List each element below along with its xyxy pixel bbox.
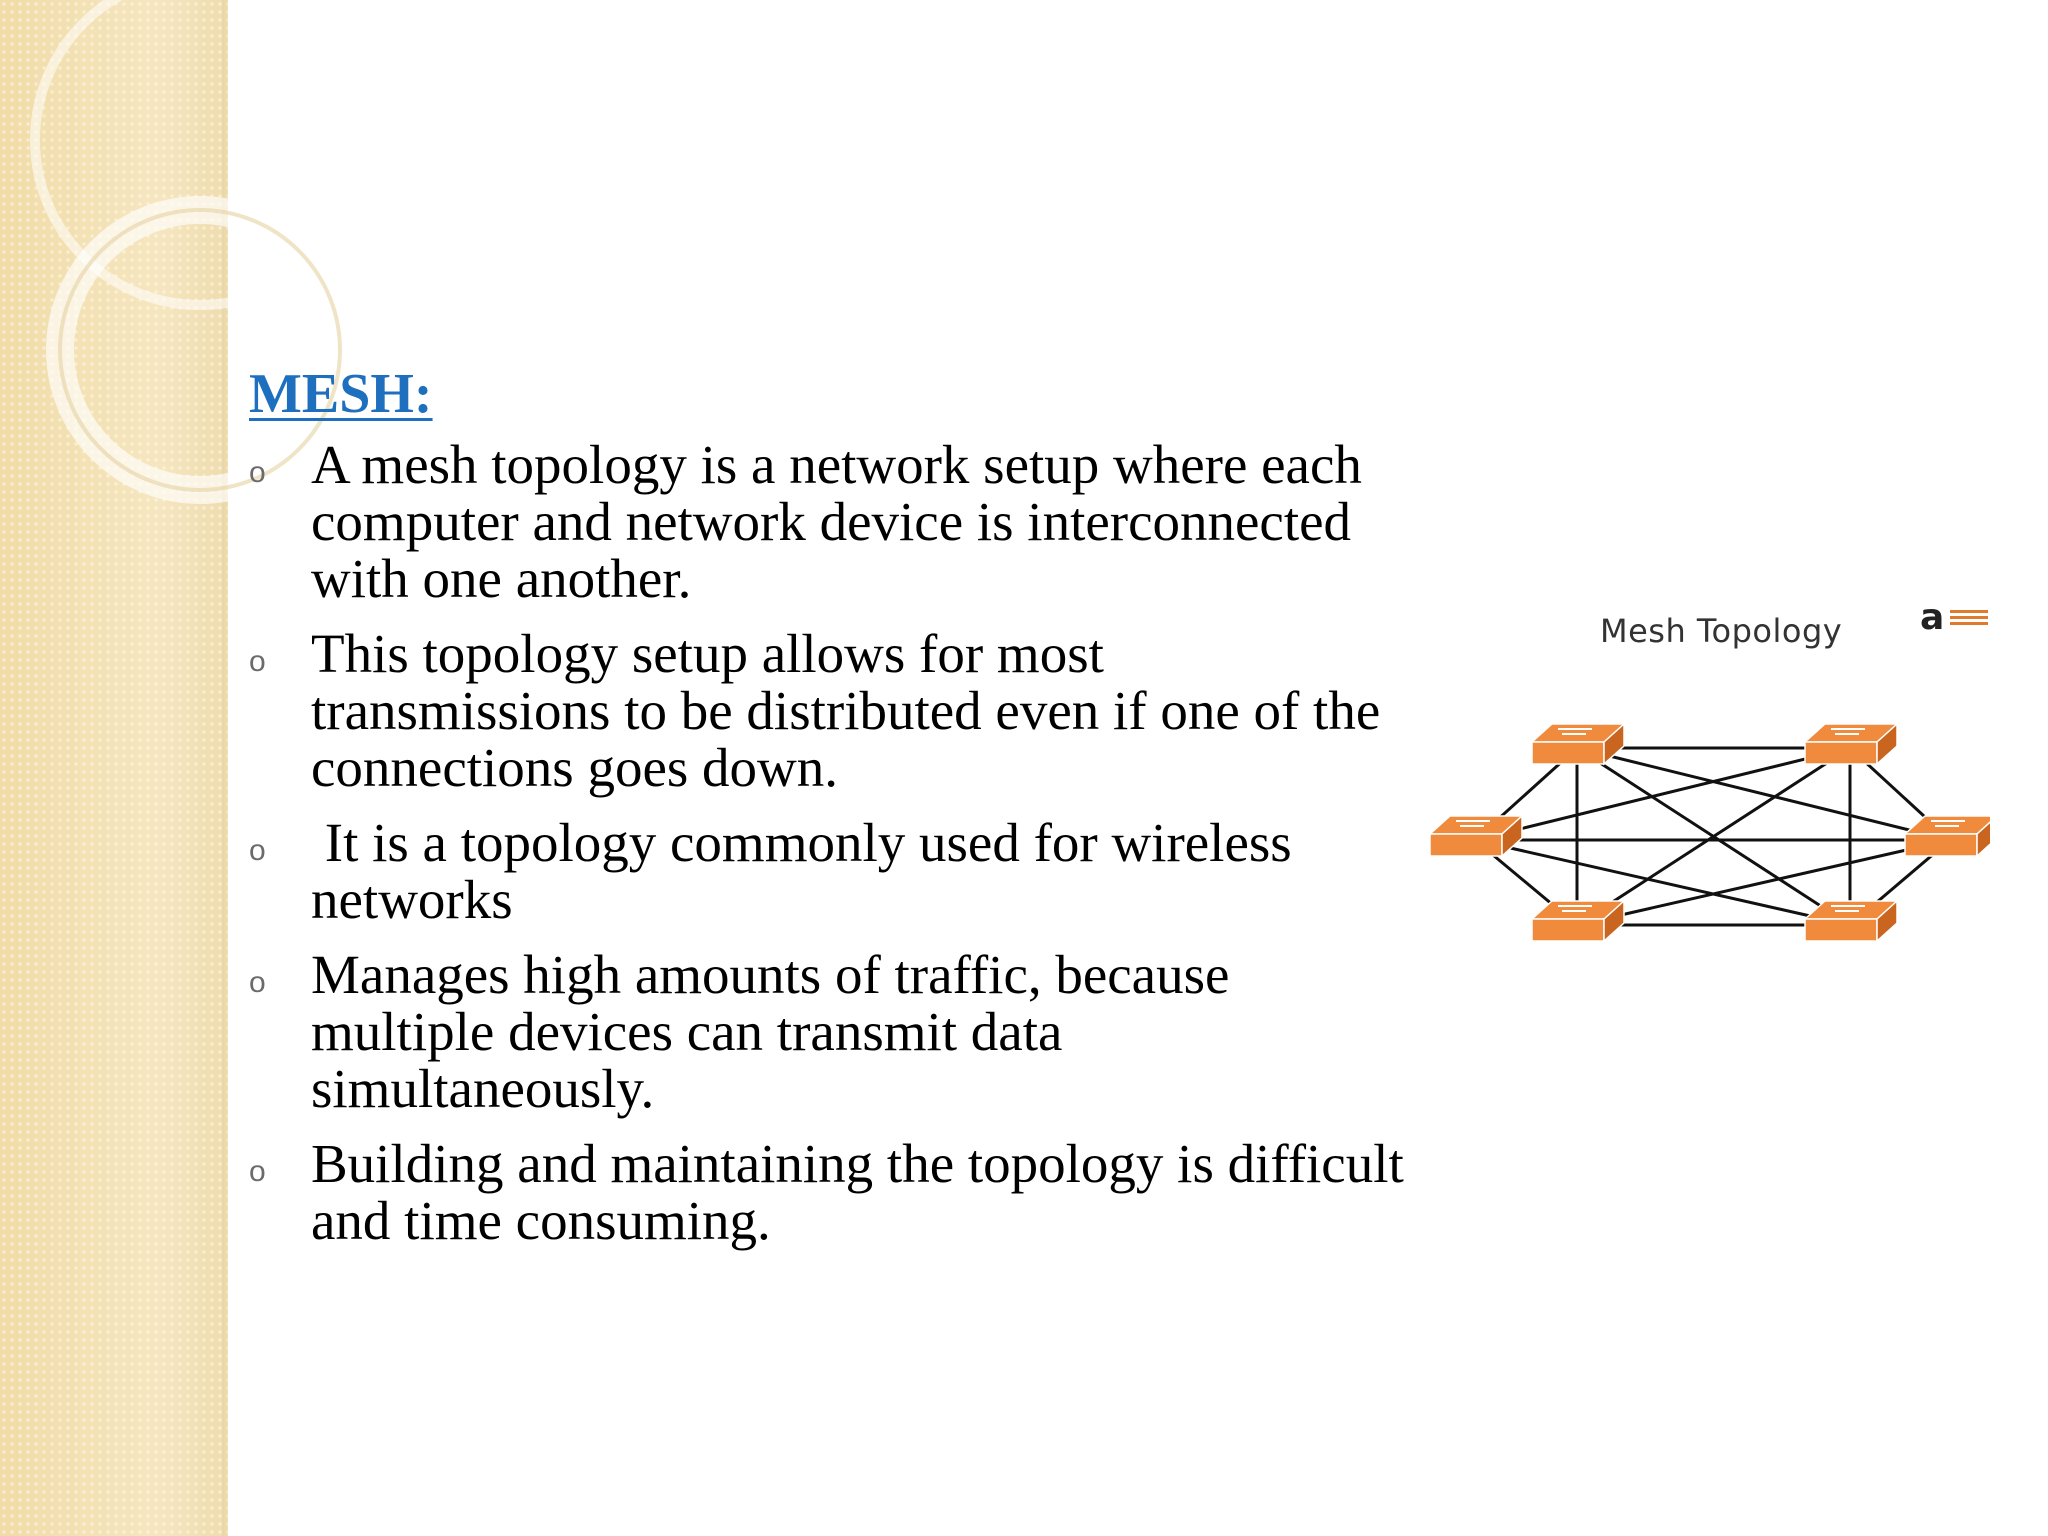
bullet-item: o It is a topology commonly used for wir… <box>249 814 1409 928</box>
mesh-link <box>1474 838 1851 927</box>
bullet-marker-icon: o <box>249 1155 266 1188</box>
bullet-marker-icon: o <box>249 834 266 867</box>
bullet-text: Manages high amounts of traffic, because… <box>311 944 1230 1119</box>
bullet-item: o This topology setup allows for most tr… <box>249 625 1409 796</box>
bullet-marker-icon: o <box>249 966 266 999</box>
diagram-title: Mesh Topology <box>1600 612 1843 650</box>
mesh-link <box>1576 746 1851 927</box>
bullet-marker-icon: o <box>249 456 266 489</box>
bullet-item: o Building and maintaining the topology … <box>249 1135 1409 1249</box>
bullet-text: A mesh topology is a network setup where… <box>311 434 1362 609</box>
mesh-topology-diagram: Mesh Topology a <box>1430 590 1990 990</box>
network-switch-icon <box>1903 815 1990 858</box>
mesh-network-graphic <box>1430 722 1990 943</box>
logo-stripes <box>1950 610 1988 625</box>
slide-heading: MESH: <box>249 363 433 425</box>
logo-letter: a <box>1920 597 1945 638</box>
bullet-text: This topology setup allows for most tran… <box>311 623 1381 798</box>
network-switch-icon <box>1803 722 1899 766</box>
bullet-item: o A mesh topology is a network setup whe… <box>249 436 1409 607</box>
brand-logo: a <box>1920 598 1990 638</box>
bullet-text: It is a topology commonly used for wirel… <box>311 812 1306 930</box>
sidebar-edge <box>222 0 228 1536</box>
mesh-link <box>1474 746 1851 842</box>
network-switch-icon <box>1530 722 1626 766</box>
network-switch-icon <box>1803 899 1899 943</box>
mesh-link <box>1576 746 1951 842</box>
bullet-list: o A mesh topology is a network setup whe… <box>249 436 1409 1267</box>
bullet-item: o Manages high amounts of traffic, becau… <box>249 946 1409 1117</box>
bullet-marker-icon: o <box>249 645 266 678</box>
bullet-text: Building and maintaining the topology is… <box>311 1133 1404 1251</box>
network-switch-icon <box>1430 814 1524 858</box>
mesh-link <box>1576 838 1951 927</box>
network-switch-icon <box>1530 899 1626 943</box>
decorative-rings <box>30 0 370 504</box>
